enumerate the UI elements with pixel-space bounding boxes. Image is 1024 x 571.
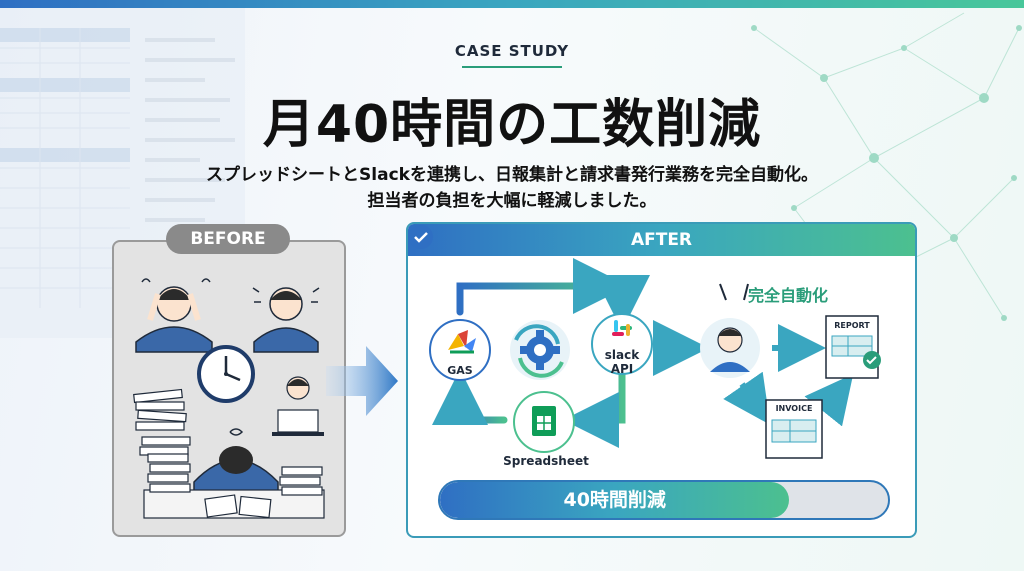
invoice-document-icon <box>765 399 823 459</box>
api-label: API <box>610 362 634 376</box>
arrow-invoice-to-report <box>804 373 854 427</box>
slack-icon <box>591 313 653 375</box>
staff-avatar <box>700 283 760 378</box>
result-label: 40時間削減 <box>563 489 666 511</box>
spreadsheet-label: Spreadsheet <box>503 454 589 468</box>
paper-stack-icon <box>133 388 191 456</box>
laptop-worker-illustration <box>272 376 324 436</box>
arrow-to-invoice <box>723 371 771 425</box>
page-title: 月40時間の工数削減 <box>262 95 762 155</box>
top-accent-bar <box>0 0 1024 8</box>
result-progress-bar: 40時間削減 <box>438 480 890 520</box>
stressed-worker-illustration <box>135 278 213 353</box>
worried-worker-illustration <box>252 287 320 353</box>
background-network-decoration <box>751 12 1022 321</box>
automation-flow-diagram <box>429 258 881 459</box>
gas-label: GAS <box>447 364 473 377</box>
before-illustration <box>133 278 325 519</box>
eyebrow-underline <box>462 66 562 68</box>
transition-arrow-icon <box>326 346 398 416</box>
result-progress-fill <box>440 482 790 518</box>
subtitle-line-1: スプレッドシートとSlackを連携し、日報集計と請求書発行業務を完全自動化。 <box>206 165 818 185</box>
report-label: REPORT <box>834 321 870 330</box>
slack-label: slack <box>604 348 640 362</box>
check-icon <box>409 225 433 249</box>
subtitle-line-2: 担当者の負担を大幅に軽減しました。 <box>367 191 657 211</box>
after-label: AFTER <box>408 224 915 256</box>
flow-arrow-top <box>456 258 629 316</box>
flow-arrow-right <box>594 275 650 331</box>
after-panel: AFTER <box>406 222 917 538</box>
invoice-label: INVOICE <box>775 404 813 413</box>
case-study-eyebrow: CASE STUDY <box>454 42 570 60</box>
overwhelmed-worker-illustration <box>143 428 325 519</box>
before-label: BEFORE <box>166 224 290 254</box>
flow-arrow-bottom <box>563 368 626 448</box>
automation-label: 完全自動化 <box>747 286 828 305</box>
before-panel <box>112 240 346 537</box>
report-document-icon <box>825 315 881 379</box>
gas-icon <box>429 319 491 381</box>
spreadsheet-icon <box>513 391 575 453</box>
clock-icon <box>197 345 255 403</box>
flow-arrow-left <box>432 369 508 425</box>
gear-icon <box>510 320 570 380</box>
